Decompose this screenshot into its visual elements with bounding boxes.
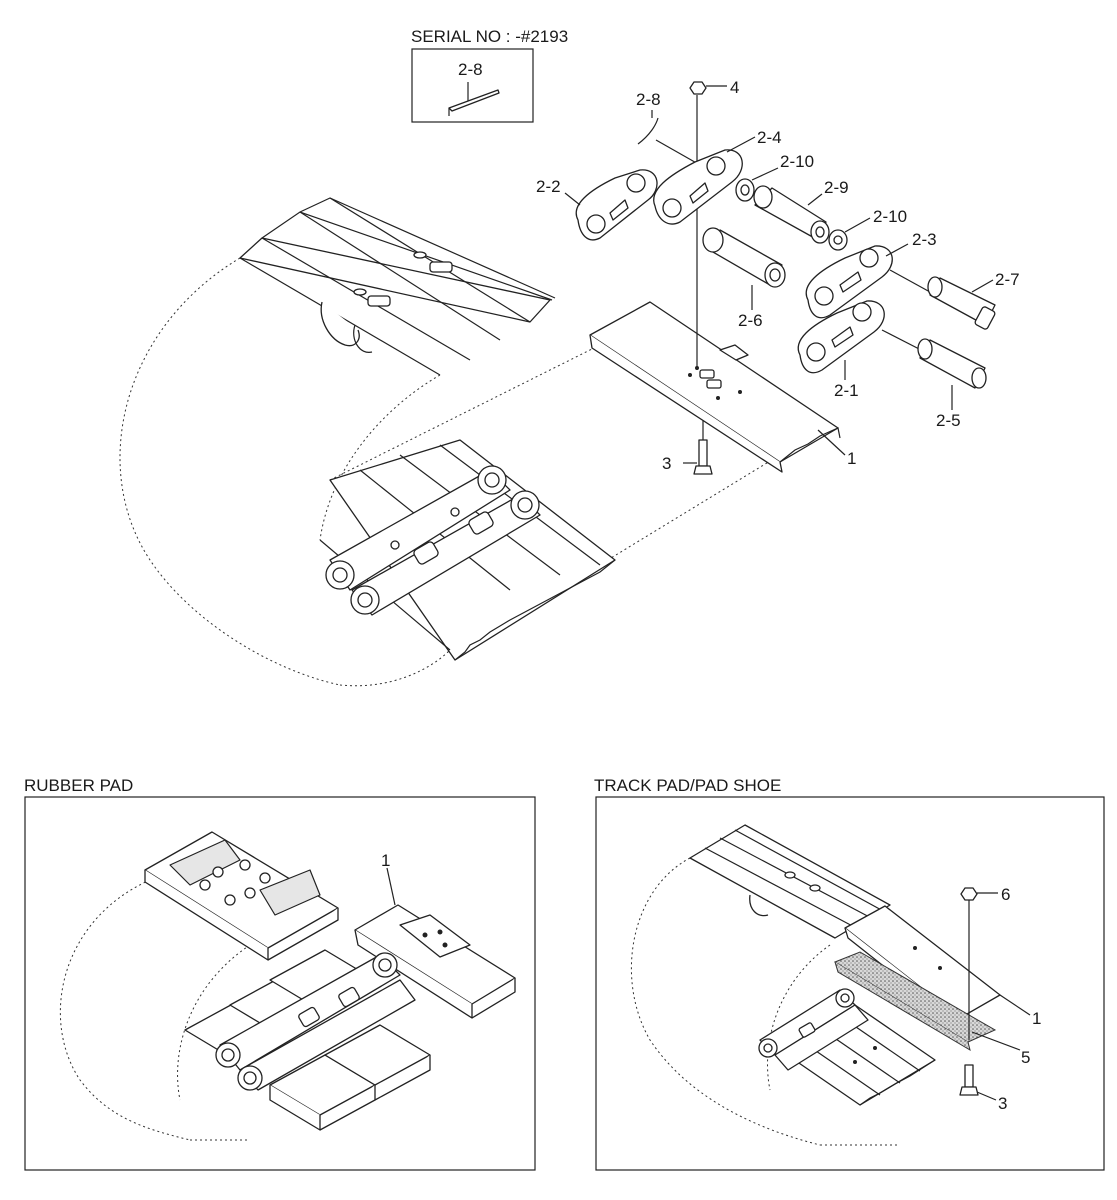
track-pad-chain <box>758 988 869 1071</box>
track-pad-label-5: 5 <box>1021 1048 1030 1067</box>
track-pad-nut <box>960 887 998 1040</box>
rubber-pad-lower-row <box>184 949 431 1131</box>
link-2-4 <box>653 136 756 225</box>
rubber-pad-chain <box>215 952 416 1091</box>
rubber-pad-frame <box>24 796 536 1171</box>
link-2-3 <box>805 243 931 319</box>
track-loop-left <box>119 257 341 686</box>
label-2-1: 2-1 <box>834 381 859 400</box>
rubber-pad-shoe <box>354 867 516 1019</box>
bushing-2-6 <box>702 227 786 310</box>
bushing-2-9 <box>753 185 830 244</box>
label-2-6: 2-6 <box>738 311 763 330</box>
label-2-9: 2-9 <box>824 178 849 197</box>
label-2-7: 2-7 <box>995 270 1020 289</box>
track-pad-rubber <box>833 951 1021 1052</box>
spring-pin <box>637 110 701 166</box>
label-2-5: 2-5 <box>936 411 961 430</box>
track-shoe-plate <box>589 301 841 473</box>
pin-2-5 <box>917 338 987 410</box>
label-2-8: 2-8 <box>636 90 661 109</box>
track-pad-label-6: 6 <box>1001 885 1010 904</box>
shoe-bolt <box>683 420 713 475</box>
label-2-10-upper: 2-10 <box>780 152 814 171</box>
label-2-4: 2-4 <box>757 128 782 147</box>
label-2-2: 2-2 <box>536 177 561 196</box>
link-2-1 <box>797 300 926 380</box>
lower-chain-links <box>325 465 541 616</box>
master-pin-2-7 <box>927 276 996 330</box>
serial-inset-frame <box>411 48 534 123</box>
main-track-assembly: 2-8 4 2-4 2-2 2-10 2-9 2-10 2-3 2-7 2-6 … <box>119 78 1020 687</box>
rubber-pad-block <box>144 831 339 961</box>
label-2-10-lower: 2-10 <box>873 207 907 226</box>
track-pad-upper-shoes <box>689 824 891 939</box>
inset-part-label: 2-8 <box>458 60 483 79</box>
rubber-pad-label-1: 1 <box>381 851 390 870</box>
rubber-pad-panel: RUBBER PAD <box>24 776 536 1171</box>
serial-caption: SERIAL NO : -#2193 <box>411 27 568 46</box>
label-2-3: 2-3 <box>912 230 937 249</box>
track-pad-bolt <box>959 1064 997 1101</box>
spring-pin-inset <box>448 89 500 112</box>
serial-inset: SERIAL NO : -#2193 2-8 <box>411 27 568 123</box>
track-pad-panel: TRACK PAD/PAD SHOE <box>594 776 1105 1171</box>
label-3: 3 <box>662 454 671 473</box>
link-2-2 <box>564 169 658 241</box>
upper-track-shoes <box>239 197 556 376</box>
track-pad-label-3: 3 <box>998 1094 1007 1113</box>
track-pad-label-1: 1 <box>1032 1009 1041 1028</box>
rubber-pad-caption: RUBBER PAD <box>24 776 133 795</box>
label-1: 1 <box>847 449 856 468</box>
track-pad-caption: TRACK PAD/PAD SHOE <box>594 776 781 795</box>
label-4: 4 <box>730 78 739 97</box>
track-pad-frame <box>595 796 1105 1171</box>
shoe-nut <box>689 81 727 370</box>
